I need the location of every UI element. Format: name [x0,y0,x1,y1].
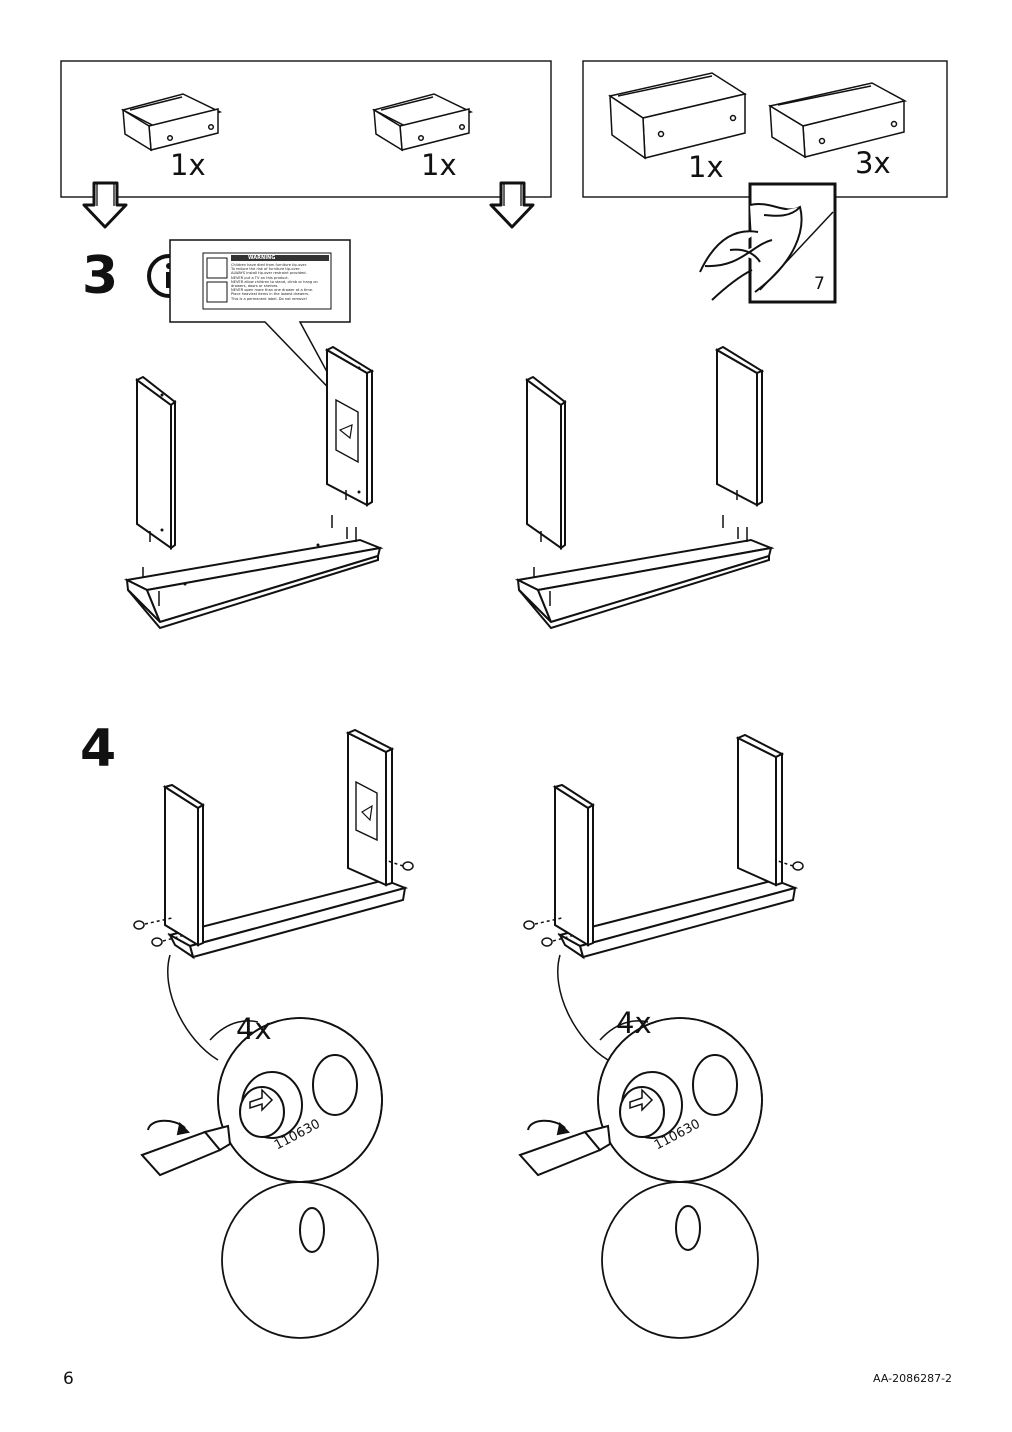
warning-line: Place heaviest items in the lowest drawe… [231,292,310,297]
warning-title: WARNING [248,255,276,261]
small-drawer-2 [371,93,474,152]
step4-left-fittings [133,859,414,947]
left-drawer-box [60,60,552,198]
cam-lock-icon [619,1054,738,1251]
warning-text: Children have died from furniture tip-ov… [231,263,329,301]
quantity-4x-left: 4x [236,1012,272,1046]
step4-right-assembly [552,733,799,960]
drawer-count-3: 1x [688,150,724,184]
warning-line: ALWAYS install tip-over restraint provid… [231,271,307,276]
detail-circle [221,1181,379,1339]
small-drawer-1 [120,93,223,152]
screwdriver-icon [518,1119,612,1177]
drawer-count-1: 1x [170,148,206,182]
screwdriver-icon [140,1119,232,1177]
step4-right-fittings [523,859,804,947]
step3-right-assembly [514,345,775,630]
warning-line: NEVER allow children to stand, climb or … [231,279,318,289]
warning-line: This is a permanent label. Do not remove… [231,296,307,301]
document-id: AA-2086287-2 [873,1372,953,1385]
step-number-4: 4 [80,719,117,779]
step-number-3: 3 [82,246,119,306]
sticker-page-ref: 7 [814,274,825,294]
warning-line: Children have died from furniture tip-ov… [231,263,308,267]
warning-line: NEVER put a TV on this product. [231,275,289,280]
cam-lock-icon [239,1054,358,1253]
step3-left-assembly [123,345,384,630]
page-number: 6 [63,1369,74,1389]
large-drawer [608,72,747,160]
medium-drawer [768,82,908,159]
drawer-count-2: 1x [421,148,457,182]
warning-callout [169,239,351,406]
warning-line: NEVER open more than one drawer at a tim… [231,288,314,293]
quantity-4x-right: 4x [616,1006,652,1040]
detail-callout-line [167,954,219,1061]
sticker-peel-icon [699,182,837,304]
down-arrow-icon [489,181,535,229]
warning-line: To reduce the risk of furniture tip-over… [231,267,301,272]
drawer-count-4: 3x [855,146,891,180]
step4-left-assembly [162,728,409,960]
down-arrow-icon [82,181,128,229]
